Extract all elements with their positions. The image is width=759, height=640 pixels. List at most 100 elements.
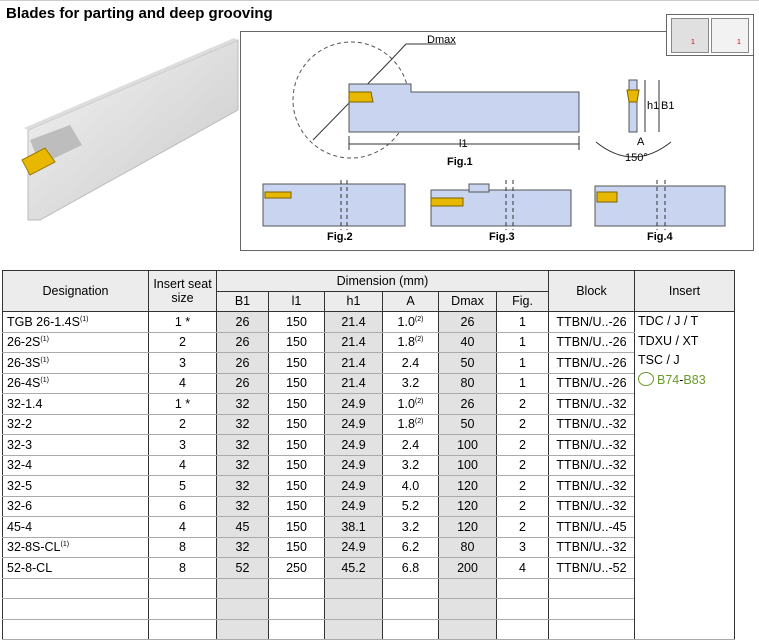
empty-cell: [216, 619, 269, 640]
a-cell: 3.2: [382, 373, 439, 394]
empty-cell: [382, 598, 439, 620]
designation-cell: 32-1.4: [2, 393, 149, 415]
l1-cell: 150: [268, 434, 325, 456]
h1-cell: 21.4: [324, 311, 383, 333]
header-dimension: Dimension (mm): [216, 270, 549, 292]
seat-size-cell: 2: [148, 414, 217, 435]
a-cell: 1.8(2): [382, 414, 439, 435]
h1-cell: 24.9: [324, 434, 383, 456]
block-cell: TTBN/U..-32: [548, 455, 635, 476]
empty-cell: [268, 619, 325, 640]
empty-cell: [324, 598, 383, 620]
dmax-cell: 26: [438, 393, 497, 415]
empty-cell: [216, 578, 269, 599]
designation-cell: 45-4: [2, 516, 149, 538]
fig1-label: Fig.1: [447, 156, 473, 168]
h1-label: h1: [647, 100, 660, 112]
designation-cell: 32-6: [2, 496, 149, 517]
h1-cell: 24.9: [324, 475, 383, 497]
b1-cell: 32: [216, 434, 269, 456]
l1-cell: 150: [268, 537, 325, 558]
b1-cell: 45: [216, 516, 269, 538]
l1-cell: 150: [268, 332, 325, 353]
designation-cell: 32-5: [2, 475, 149, 497]
l1-cell: 150: [268, 393, 325, 415]
designation-cell: TGB 26-1.4S(1): [2, 311, 149, 333]
dmax-cell: 120: [438, 475, 497, 497]
header-h1: h1: [324, 290, 383, 312]
empty-cell: [548, 598, 635, 620]
designation-cell: 32-8S-CL(1): [2, 537, 149, 558]
dmax-cell: 80: [438, 537, 497, 558]
header-designation: Designation: [2, 270, 149, 312]
a-cell: 1.0(2): [382, 311, 439, 333]
reference-icon: [638, 371, 654, 386]
empty-cell: [2, 619, 149, 640]
header-fig: Fig.: [496, 290, 549, 312]
block-cell: TTBN/U..-32: [548, 414, 635, 435]
b1-cell: 26: [216, 352, 269, 374]
seat-size-cell: 1 *: [148, 311, 217, 333]
a-cell: 6.2: [382, 537, 439, 558]
a-cell: 2.4: [382, 352, 439, 374]
blade-photo: [21, 38, 239, 221]
designation-cell: 26-3S(1): [2, 352, 149, 374]
seat-size-cell: 8: [148, 537, 217, 558]
l1-cell: 150: [268, 516, 325, 538]
block-cell: TTBN/U..-45: [548, 516, 635, 538]
empty-cell: [382, 619, 439, 640]
b1-cell: 26: [216, 332, 269, 353]
l1-cell: 150: [268, 414, 325, 435]
empty-cell: [496, 578, 549, 599]
a-cell: 1.8(2): [382, 332, 439, 353]
header-l1: l1: [268, 290, 325, 312]
empty-cell: [148, 598, 217, 620]
dmax-cell: 200: [438, 557, 497, 579]
insert-list: TDC / J / T TDXU / XT TSC / J B74-B83: [634, 311, 735, 640]
seat-size-cell: 8: [148, 557, 217, 579]
h1-cell: 24.9: [324, 455, 383, 476]
seat-size-cell: 6: [148, 496, 217, 517]
a-cell: 2.4: [382, 434, 439, 456]
designation-cell: 32-4: [2, 455, 149, 476]
dmax-cell: 80: [438, 373, 497, 394]
b1-cell: 32: [216, 537, 269, 558]
l1-cell: 150: [268, 373, 325, 394]
h1-cell: 21.4: [324, 332, 383, 353]
fig3-label: Fig.3: [489, 231, 515, 243]
header-block: Block: [548, 270, 635, 312]
designation-cell: 52-8-CL: [2, 557, 149, 579]
fig2-label: Fig.2: [327, 231, 353, 243]
h1-cell: 24.9: [324, 537, 383, 558]
block-cell: TTBN/U..-26: [548, 373, 635, 394]
l1-cell: 150: [268, 496, 325, 517]
b1-label: B1: [661, 100, 675, 112]
h1-cell: 38.1: [324, 516, 383, 538]
dmax-cell: 50: [438, 414, 497, 435]
header-dmax: Dmax: [438, 290, 497, 312]
fig-cell: 4: [496, 557, 549, 579]
a-cell: 3.2: [382, 455, 439, 476]
insert-item: TDXU / XT: [638, 333, 699, 348]
page-title: Blades for parting and deep grooving: [6, 5, 273, 22]
empty-cell: [324, 619, 383, 640]
l1-cell: 150: [268, 455, 325, 476]
insert-item: TDC / J / T: [638, 314, 699, 328]
seat-size-cell: 4: [148, 455, 217, 476]
page-reference-link[interactable]: B74-B83: [638, 371, 734, 391]
insert-item: TSC / J: [638, 353, 680, 367]
grooving-icon: [711, 18, 749, 53]
empty-cell: [324, 578, 383, 599]
parting-icon: [671, 18, 709, 53]
seat-size-cell: 4: [148, 516, 217, 538]
empty-cell: [268, 578, 325, 599]
designation-cell: 26-2S(1): [2, 332, 149, 353]
empty-cell: [438, 598, 497, 620]
a-label: A: [637, 136, 645, 148]
